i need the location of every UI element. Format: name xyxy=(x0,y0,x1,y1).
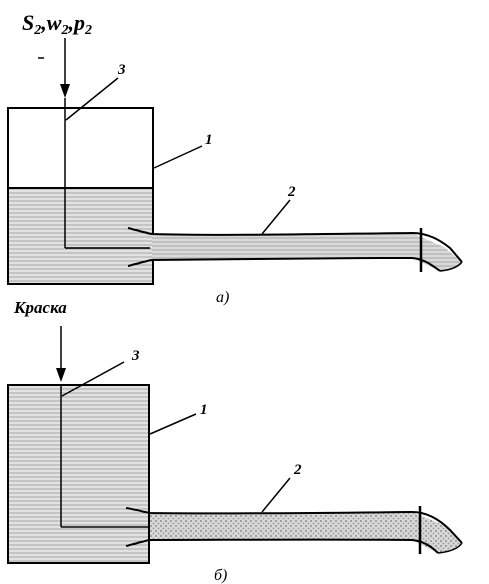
callout-2a: 2 xyxy=(287,184,296,200)
label-s-sub: 2 xyxy=(34,23,42,38)
hose-a xyxy=(127,227,463,272)
input-arrow-a xyxy=(60,38,70,98)
tank-a xyxy=(7,107,154,285)
leader-line-3a xyxy=(65,77,119,121)
tank-b xyxy=(7,384,150,564)
input-arrow-b xyxy=(56,326,66,382)
label-w-sub: 2 xyxy=(61,23,69,38)
callout-1a: 1 xyxy=(205,132,213,148)
inner-tube-a xyxy=(64,98,150,249)
input-parameters-label: S2,w2,p2 xyxy=(22,10,92,39)
leader-line-2b xyxy=(261,477,291,513)
label-s: S xyxy=(22,10,35,35)
panel-a: 3 1 2 а) xyxy=(7,38,463,306)
callout-3b: 3 xyxy=(131,348,140,364)
leader-line-2a xyxy=(261,199,291,235)
label-p-sub: 2 xyxy=(84,23,92,38)
label-sep-1: , xyxy=(41,10,47,35)
callout-1b: 1 xyxy=(200,402,208,418)
panel-b: Краска 3 1 2 б) xyxy=(7,298,463,584)
leader-line-3b xyxy=(61,361,125,397)
label-w: w xyxy=(46,10,62,35)
label-sep-2: , xyxy=(68,10,74,35)
caption-b: б) xyxy=(214,567,227,584)
inner-tube-b xyxy=(60,384,148,528)
label-p: p xyxy=(73,10,85,35)
leader-line-1b xyxy=(149,413,197,435)
callout-2b: 2 xyxy=(293,462,302,478)
callout-3a: 3 xyxy=(117,62,126,78)
hose-b xyxy=(125,506,463,554)
caption-a: а) xyxy=(216,289,229,306)
leader-line-1a xyxy=(153,145,203,169)
paint-label: Краска xyxy=(13,298,67,317)
